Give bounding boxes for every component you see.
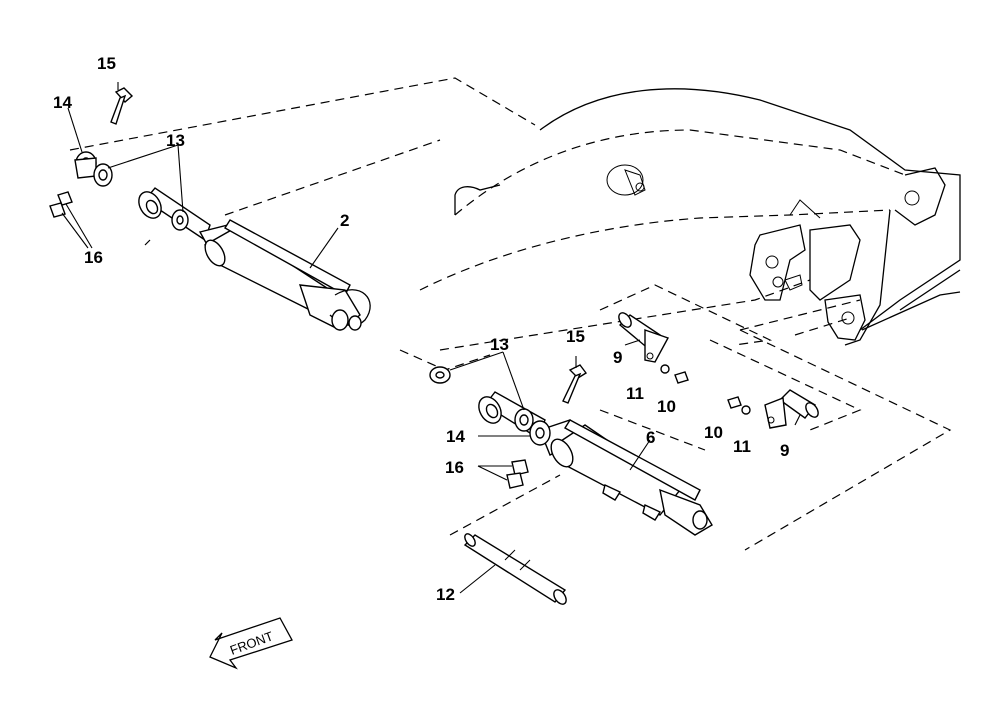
callout-12: 12 xyxy=(436,585,455,604)
small-hardware xyxy=(660,364,751,415)
pin-9-left xyxy=(618,312,670,363)
leader-lines xyxy=(61,82,801,594)
callout-10-left: 10 xyxy=(657,397,676,416)
callout-14-lower: 14 xyxy=(446,427,465,446)
callout-13-upper: 13 xyxy=(166,131,185,150)
callout-10-right: 10 xyxy=(704,423,723,442)
callout-9-right: 9 xyxy=(780,441,789,460)
pin-9-right xyxy=(764,389,819,429)
callout-11-right: 11 xyxy=(733,437,751,456)
front-arrow: FRONT xyxy=(209,617,293,670)
callout-9-left: 9 xyxy=(613,348,622,367)
lower-hardware xyxy=(429,364,588,489)
callout-numbers: 15 14 13 16 2 13 15 14 16 6 9 11 10 10 1… xyxy=(53,54,789,604)
assembly-dashed-lines xyxy=(69,77,952,551)
callout-16-upper: 16 xyxy=(84,248,103,267)
long-pin-12 xyxy=(463,533,567,605)
cylinder-lower xyxy=(478,391,713,536)
upper-hardware xyxy=(49,87,189,231)
callout-13-lower: 13 xyxy=(490,335,509,354)
callout-6: 6 xyxy=(646,428,655,447)
cylinder-upper xyxy=(138,187,371,331)
callout-2: 2 xyxy=(340,211,349,230)
callout-11-left: 11 xyxy=(626,384,644,403)
callout-15-upper: 15 xyxy=(97,54,116,73)
boom-outline xyxy=(419,88,961,346)
callout-14-upper: 14 xyxy=(53,93,72,112)
callout-15-lower: 15 xyxy=(566,327,585,346)
callout-16-lower: 16 xyxy=(445,458,464,477)
